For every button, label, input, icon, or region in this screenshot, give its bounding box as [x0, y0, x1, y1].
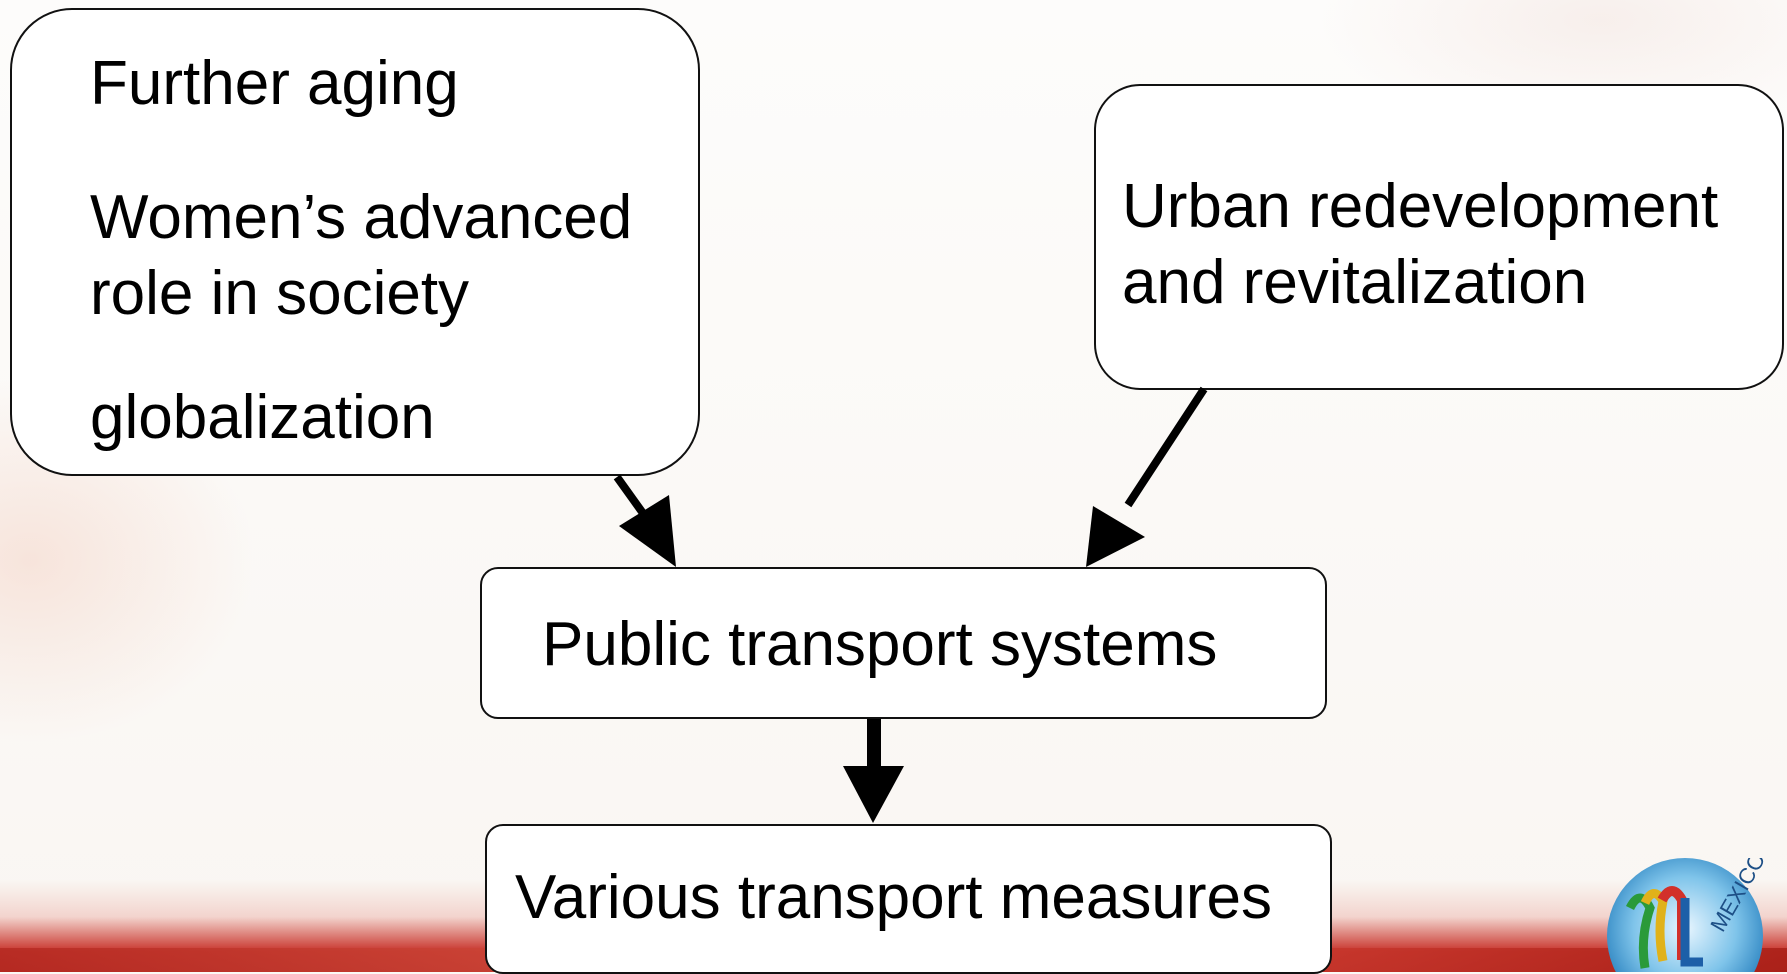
globe-logo-icon: MEXICO — [1607, 858, 1770, 972]
transport-measures-box: Various transport measures — [485, 824, 1332, 974]
factor-womens-role-line1: Women’s advanced — [90, 183, 633, 252]
logo-blue-stroke — [1680, 898, 1703, 967]
urban-redevelopment-line1: Urban redevelopment — [1122, 172, 1719, 241]
factors-box: Further aging Women’s advanced role in s… — [10, 8, 700, 476]
urban-redevelopment-text: Urban redevelopment and revitalization — [1122, 169, 1718, 320]
logo-green-stroke — [1625, 893, 1655, 969]
transport-measures-label: Various transport measures — [515, 863, 1272, 932]
factor-globalization: globalization — [90, 383, 435, 452]
urban-redevelopment-line2: and revitalization — [1122, 247, 1588, 317]
factor-womens-role-line2: role in society — [90, 258, 470, 328]
factor-womens-role: Women’s advanced role in society — [90, 180, 632, 331]
factor-further-aging: Further aging — [90, 49, 459, 118]
logo-yellow-stroke — [1640, 889, 1668, 962]
urban-redevelopment-box: Urban redevelopment and revitalization — [1094, 84, 1784, 390]
public-transport-box: Public transport systems — [480, 567, 1327, 719]
conference-logo: MEXICO — [1590, 858, 1772, 972]
public-transport-label: Public transport systems — [542, 610, 1218, 679]
